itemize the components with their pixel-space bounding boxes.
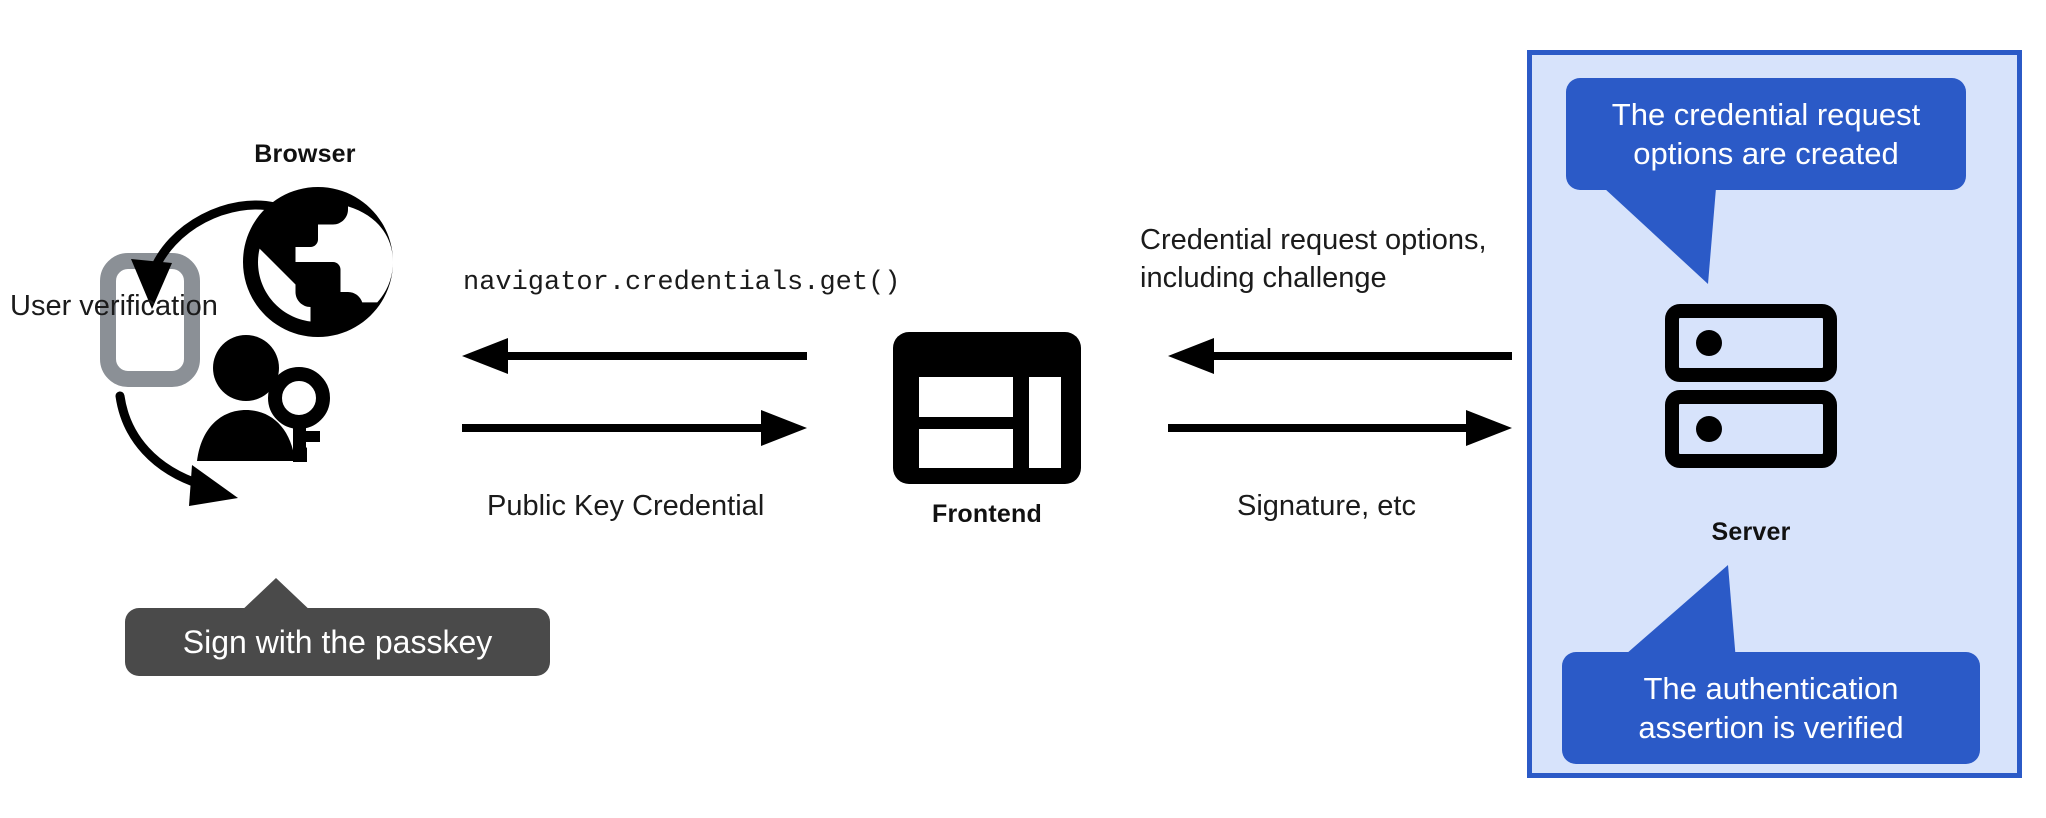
user-verification-label: User verification	[10, 290, 218, 322]
server-to-frontend-arrow	[1168, 338, 1512, 374]
frontend-label: Frontend	[932, 500, 1042, 528]
server-callout-top-line2: options are created	[1633, 136, 1899, 171]
phone-to-user-arrow	[110, 390, 275, 515]
browser-to-phone-arrow	[110, 195, 280, 325]
globe-icon	[228, 172, 408, 352]
credential-request-options-label: Credential request options, including ch…	[1140, 222, 1487, 297]
server-callout-bottom-bubble: The authentication assertion is verified	[1562, 652, 1980, 764]
passkey-callout-tail	[208, 578, 328, 614]
frontend-to-server-arrow	[1168, 410, 1512, 446]
public-key-credential-label: Public Key Credential	[487, 490, 765, 522]
passkey-callout-text: Sign with the passkey	[182, 623, 493, 660]
credential-request-options-line2: including challenge	[1140, 261, 1387, 294]
server-label: Server	[1711, 518, 1791, 546]
server-callout-top-line1: The credential request	[1611, 96, 1921, 132]
server-callout-bottom-tail	[1608, 565, 1768, 665]
browser-label: Browser	[254, 140, 356, 168]
frontend-icon	[889, 328, 1085, 488]
server-callout-top-bubble: The credential request options are creat…	[1566, 78, 1966, 190]
user-with-key-icon	[195, 330, 340, 465]
server-callout-bottom-line2: assertion is verified	[1638, 710, 1904, 745]
browser-to-frontend-arrow	[462, 410, 807, 446]
frontend-to-browser-arrow	[462, 338, 807, 374]
signature-etc-label: Signature, etc	[1237, 490, 1416, 522]
credentials-get-label: navigator.credentials.get()	[463, 268, 901, 298]
credential-request-options-line1: Credential request options,	[1140, 224, 1487, 256]
passkey-callout-bubble: Sign with the passkey	[125, 608, 550, 676]
server-callout-bottom-line1: The authentication	[1643, 670, 1899, 706]
server-callout-top-tail	[1596, 188, 1756, 288]
server-rack-icon	[1665, 304, 1837, 468]
